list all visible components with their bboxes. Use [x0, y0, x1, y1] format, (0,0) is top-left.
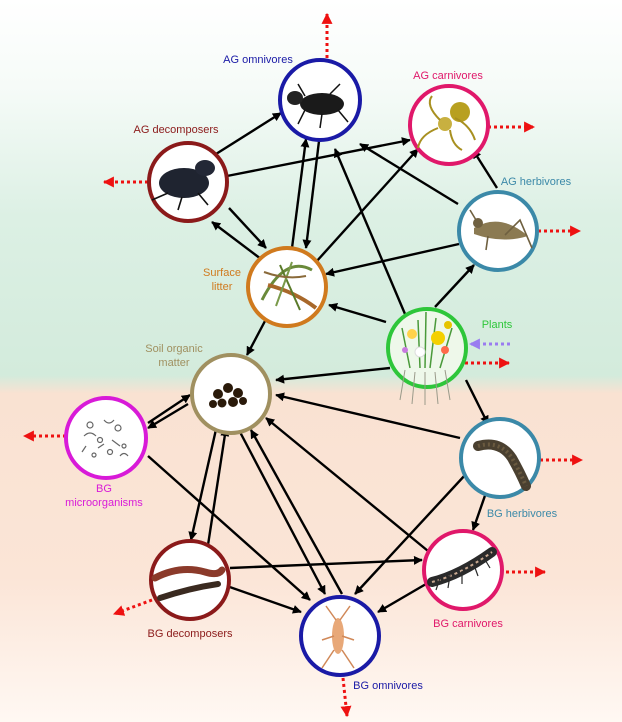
label-ag-carnivores: AG carnivores	[413, 70, 483, 82]
label-ag-herbivores: AG herbivores	[501, 176, 572, 188]
label-bg-microorganisms-line1: BG	[96, 483, 112, 495]
label-surface-litter-line2: litter	[212, 281, 233, 293]
feeding-flow-arrows	[147, 111, 499, 614]
label-ag-decomposers: AG decomposers	[134, 124, 219, 136]
spider-icon	[417, 95, 476, 151]
node-bg-carnivores: BG carnivores	[422, 529, 504, 630]
node-ag-decomposers: AG decomposers	[134, 124, 229, 223]
node-bg-microorganisms: BG microorganisms	[64, 396, 148, 509]
beetle-icon	[287, 83, 349, 129]
loss-arrows	[22, 12, 584, 718]
label-surface-litter-line1: Surface	[203, 267, 241, 279]
node-bg-herbivores: BG herbivores	[459, 417, 558, 520]
node-ag-omnivores: AG omnivores	[223, 54, 362, 142]
dung-beetle-icon	[151, 160, 215, 211]
node-ag-carnivores: AG carnivores	[408, 70, 490, 166]
label-soil-organic-matter-line1: Soil organic	[145, 343, 203, 355]
litter-icon	[260, 261, 318, 311]
label-bg-carnivores: BG carnivores	[433, 618, 503, 630]
node-ag-herbivores: AG herbivores	[457, 176, 572, 272]
label-bg-omnivores: BG omnivores	[353, 680, 423, 692]
label-plants: Plants	[482, 319, 513, 331]
node-bg-omnivores: BG omnivores	[299, 595, 423, 692]
larva-icon	[473, 439, 531, 491]
grasshopper-icon	[469, 209, 533, 251]
label-soil-organic-matter-line2: matter	[158, 357, 190, 369]
label-bg-decomposers: BG decomposers	[148, 628, 233, 640]
node-surface-litter: Surface litter	[203, 246, 328, 328]
centipede-icon	[427, 547, 497, 591]
label-bg-microorganisms-line2: microorganisms	[65, 497, 143, 509]
soil-pellets-icon	[209, 383, 247, 408]
microbes-icon	[81, 419, 129, 458]
label-bg-herbivores: BG herbivores	[487, 508, 558, 520]
label-ag-omnivores: AG omnivores	[223, 54, 293, 66]
node-bg-decomposers: BG decomposers	[148, 539, 233, 640]
plant-icon	[399, 311, 453, 405]
springtail-icon	[321, 605, 355, 669]
node-plants: Plants	[386, 307, 513, 405]
earthworm-icon	[151, 566, 226, 601]
node-soil-organic-matter: Soil organic matter	[145, 343, 272, 435]
